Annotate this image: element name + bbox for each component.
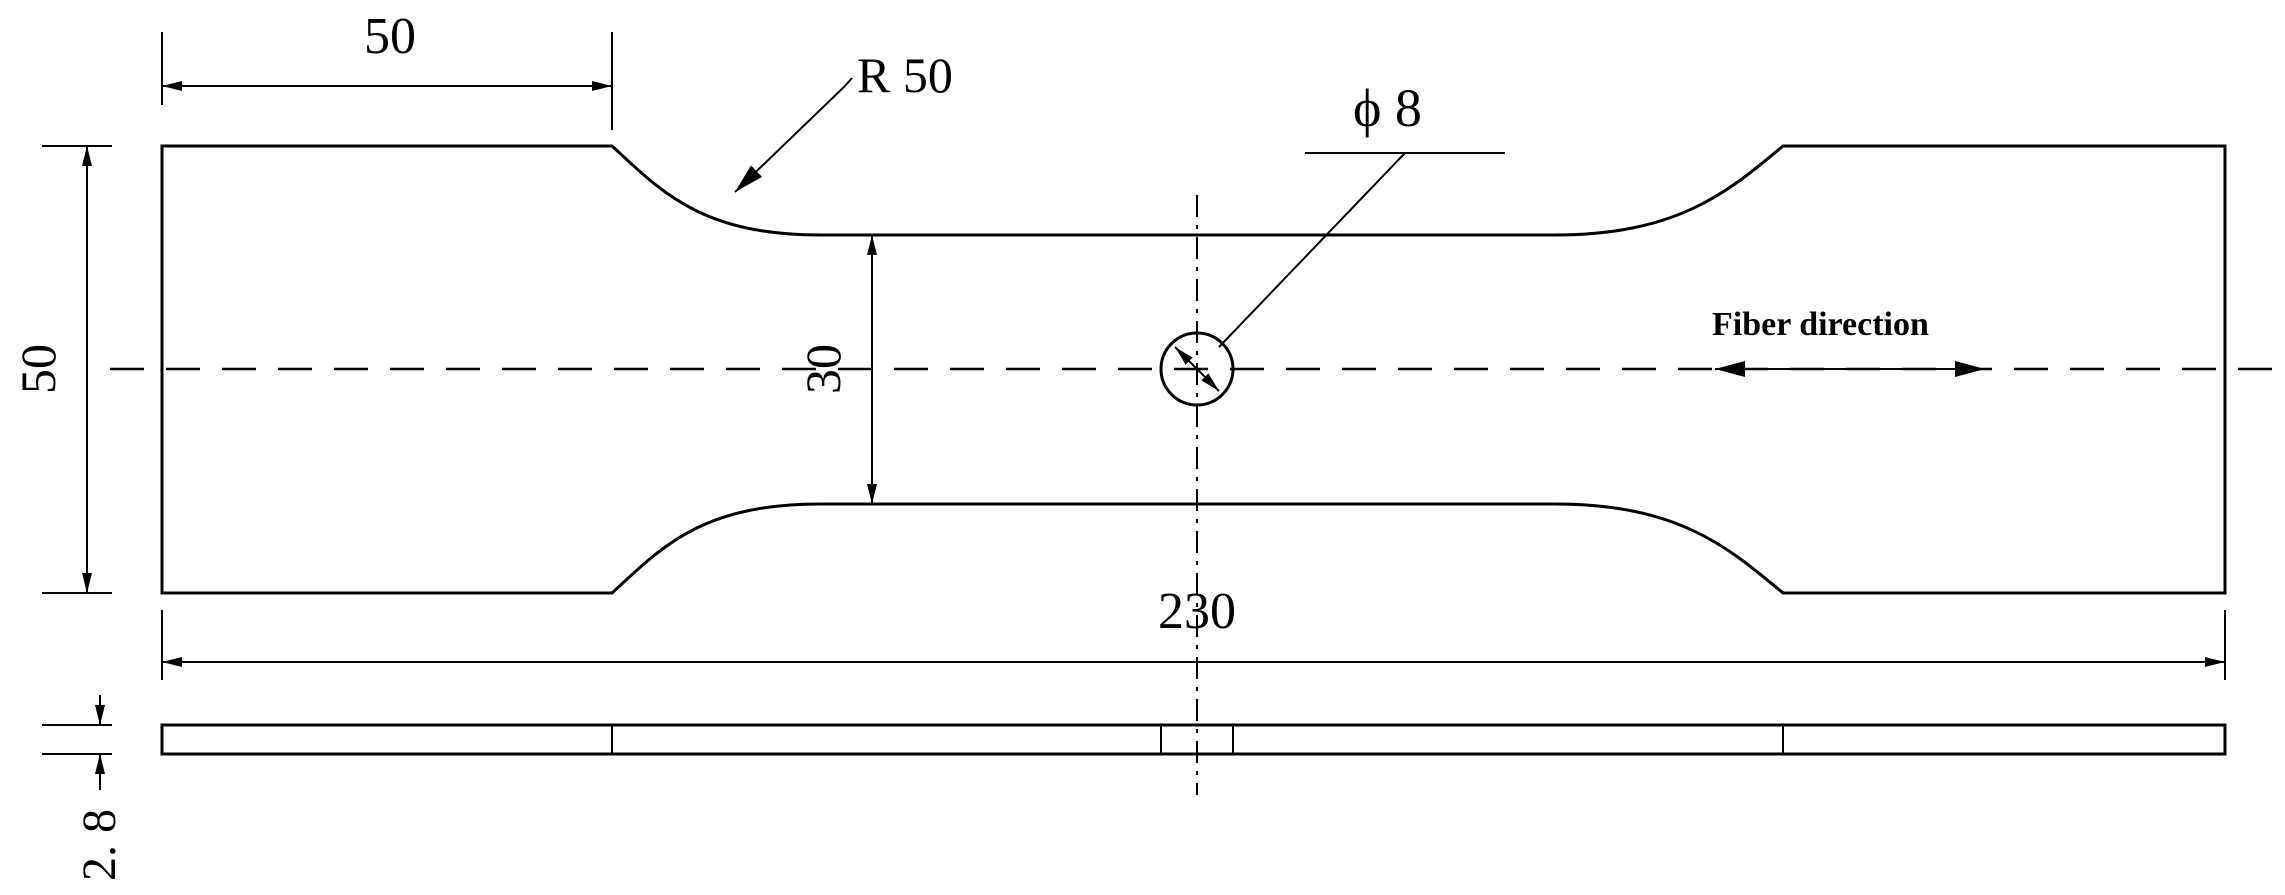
gauge-width-label: 30 (795, 344, 851, 394)
total-length-label: 230 (1158, 583, 1236, 640)
grip-length-label: 50 (364, 8, 416, 65)
specimen-outline (160, 144, 2227, 595)
fillet-radius-label: R 50 (857, 47, 953, 103)
central-hole (1159, 331, 1235, 407)
hole-leader-line (1218, 152, 1406, 348)
hole-diameter-marker (1174, 346, 1220, 392)
side-view-strip (160, 723, 2227, 756)
thickness-label: 2. 8 (73, 809, 126, 881)
grip-width-label: 50 (10, 344, 66, 394)
fiber-direction-label: Fiber direction (1712, 306, 1929, 343)
fillet-leader (734, 85, 846, 193)
hole-diameter-label: ϕ 8 (1353, 78, 1422, 138)
fillet-leader-tail (844, 77, 853, 87)
